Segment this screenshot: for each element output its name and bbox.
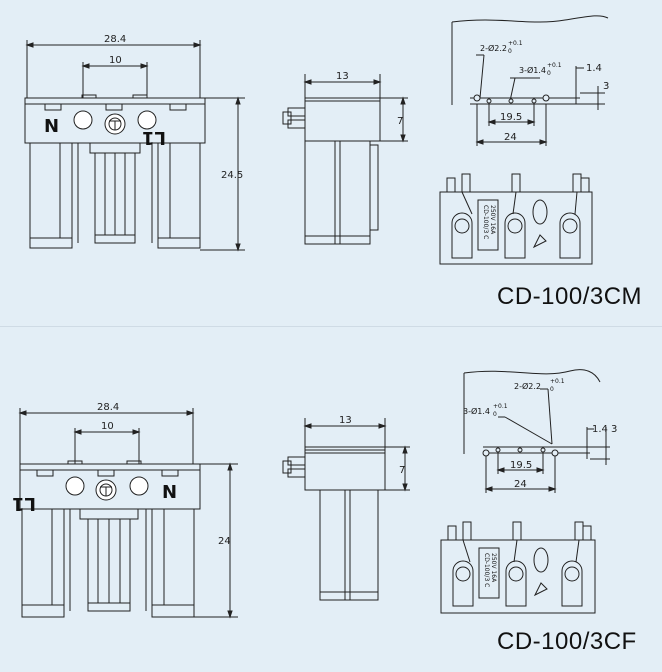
hole-small-tol: +0.1 bbox=[550, 378, 565, 385]
dim-pin-spacing-text: 10 bbox=[109, 55, 122, 66]
model-name-cf: CD-100/3CF bbox=[497, 628, 637, 655]
model-name-cm: CD-100/3CM bbox=[497, 283, 643, 310]
dim-width-text: 28.4 bbox=[104, 34, 126, 45]
hole-large-tol: +0.1 bbox=[493, 403, 508, 410]
rear-marking-rating: 250V 16A bbox=[490, 553, 497, 583]
panel-divider bbox=[0, 326, 662, 327]
dim-height-text: 24.5 bbox=[221, 170, 243, 181]
terminal-label-right: N bbox=[162, 482, 177, 503]
hole-large-tol2: 0 bbox=[493, 411, 497, 418]
hole-small-label: 2-Ø2.2 bbox=[480, 43, 507, 53]
terminal-label-left: L1 bbox=[12, 493, 36, 514]
hole-large-tol2: 0 bbox=[547, 70, 551, 77]
dim-side-height-text: 7 bbox=[397, 116, 403, 127]
rear-marking-model: CD-100/3 C bbox=[483, 553, 490, 587]
dim-pin-spacing-text: 10 bbox=[101, 421, 114, 432]
pcb-layout bbox=[463, 369, 610, 493]
rear-marking-rating: 250V 16A bbox=[489, 205, 496, 235]
pcb-layout bbox=[451, 15, 609, 146]
dim-side-width-text: 13 bbox=[336, 71, 349, 82]
dim-24-text: 24 bbox=[514, 479, 527, 490]
terminal-label-right: L1 bbox=[142, 127, 166, 148]
dim-width-text: 28.4 bbox=[97, 402, 119, 413]
dim-1-4-text: 1.4 bbox=[586, 63, 602, 74]
panel-cd-100-3cf: 28.4 10 24 L1 N 13 7 2-Ø2.2 +0.1 0 3-Ø1.… bbox=[0, 327, 662, 672]
hole-large-label: 3-Ø1.4 bbox=[463, 406, 490, 416]
dim-1-4-text: 1.4 bbox=[592, 424, 608, 435]
dim-3-text: 3 bbox=[603, 81, 609, 92]
hole-small-tol2: 0 bbox=[550, 386, 554, 393]
dim-height-text: 24 bbox=[218, 536, 231, 547]
rear-view bbox=[440, 521, 596, 614]
hole-large-label: 3-Ø1.4 bbox=[519, 65, 546, 75]
hole-small-tol: +0.1 bbox=[508, 40, 523, 47]
hole-large-tol: +0.1 bbox=[547, 62, 562, 69]
hole-small-label: 2-Ø2.2 bbox=[514, 381, 541, 391]
side-view bbox=[282, 418, 410, 601]
front-view bbox=[18, 408, 238, 619]
dim-19-5-text: 19.5 bbox=[500, 112, 522, 123]
panel-cd-100-3cm: 28.4 10 24.5 N L1 13 7 2-Ø2.2 +0.1 0 3-Ø… bbox=[0, 0, 662, 325]
side-view bbox=[282, 74, 408, 245]
rear-marking-model: CD-100/3 C bbox=[482, 205, 489, 239]
dim-side-width-text: 13 bbox=[339, 415, 352, 426]
hole-small-tol2: 0 bbox=[508, 48, 512, 55]
rear-view bbox=[439, 173, 593, 265]
front-view bbox=[24, 40, 245, 252]
drawing-cd-100-3cf: 28.4 10 24 L1 N 13 7 2-Ø2.2 +0.1 0 3-Ø1.… bbox=[12, 369, 617, 619]
dim-24-text: 24 bbox=[504, 132, 517, 143]
terminal-label-left: N bbox=[44, 116, 59, 137]
dim-3-text: 3 bbox=[611, 424, 617, 435]
dim-side-height-text: 7 bbox=[399, 465, 405, 476]
dim-19-5-text: 19.5 bbox=[510, 460, 532, 471]
drawing-cd-100-3cm: 28.4 10 24.5 N L1 13 7 2-Ø2.2 +0.1 0 3-Ø… bbox=[24, 15, 609, 265]
